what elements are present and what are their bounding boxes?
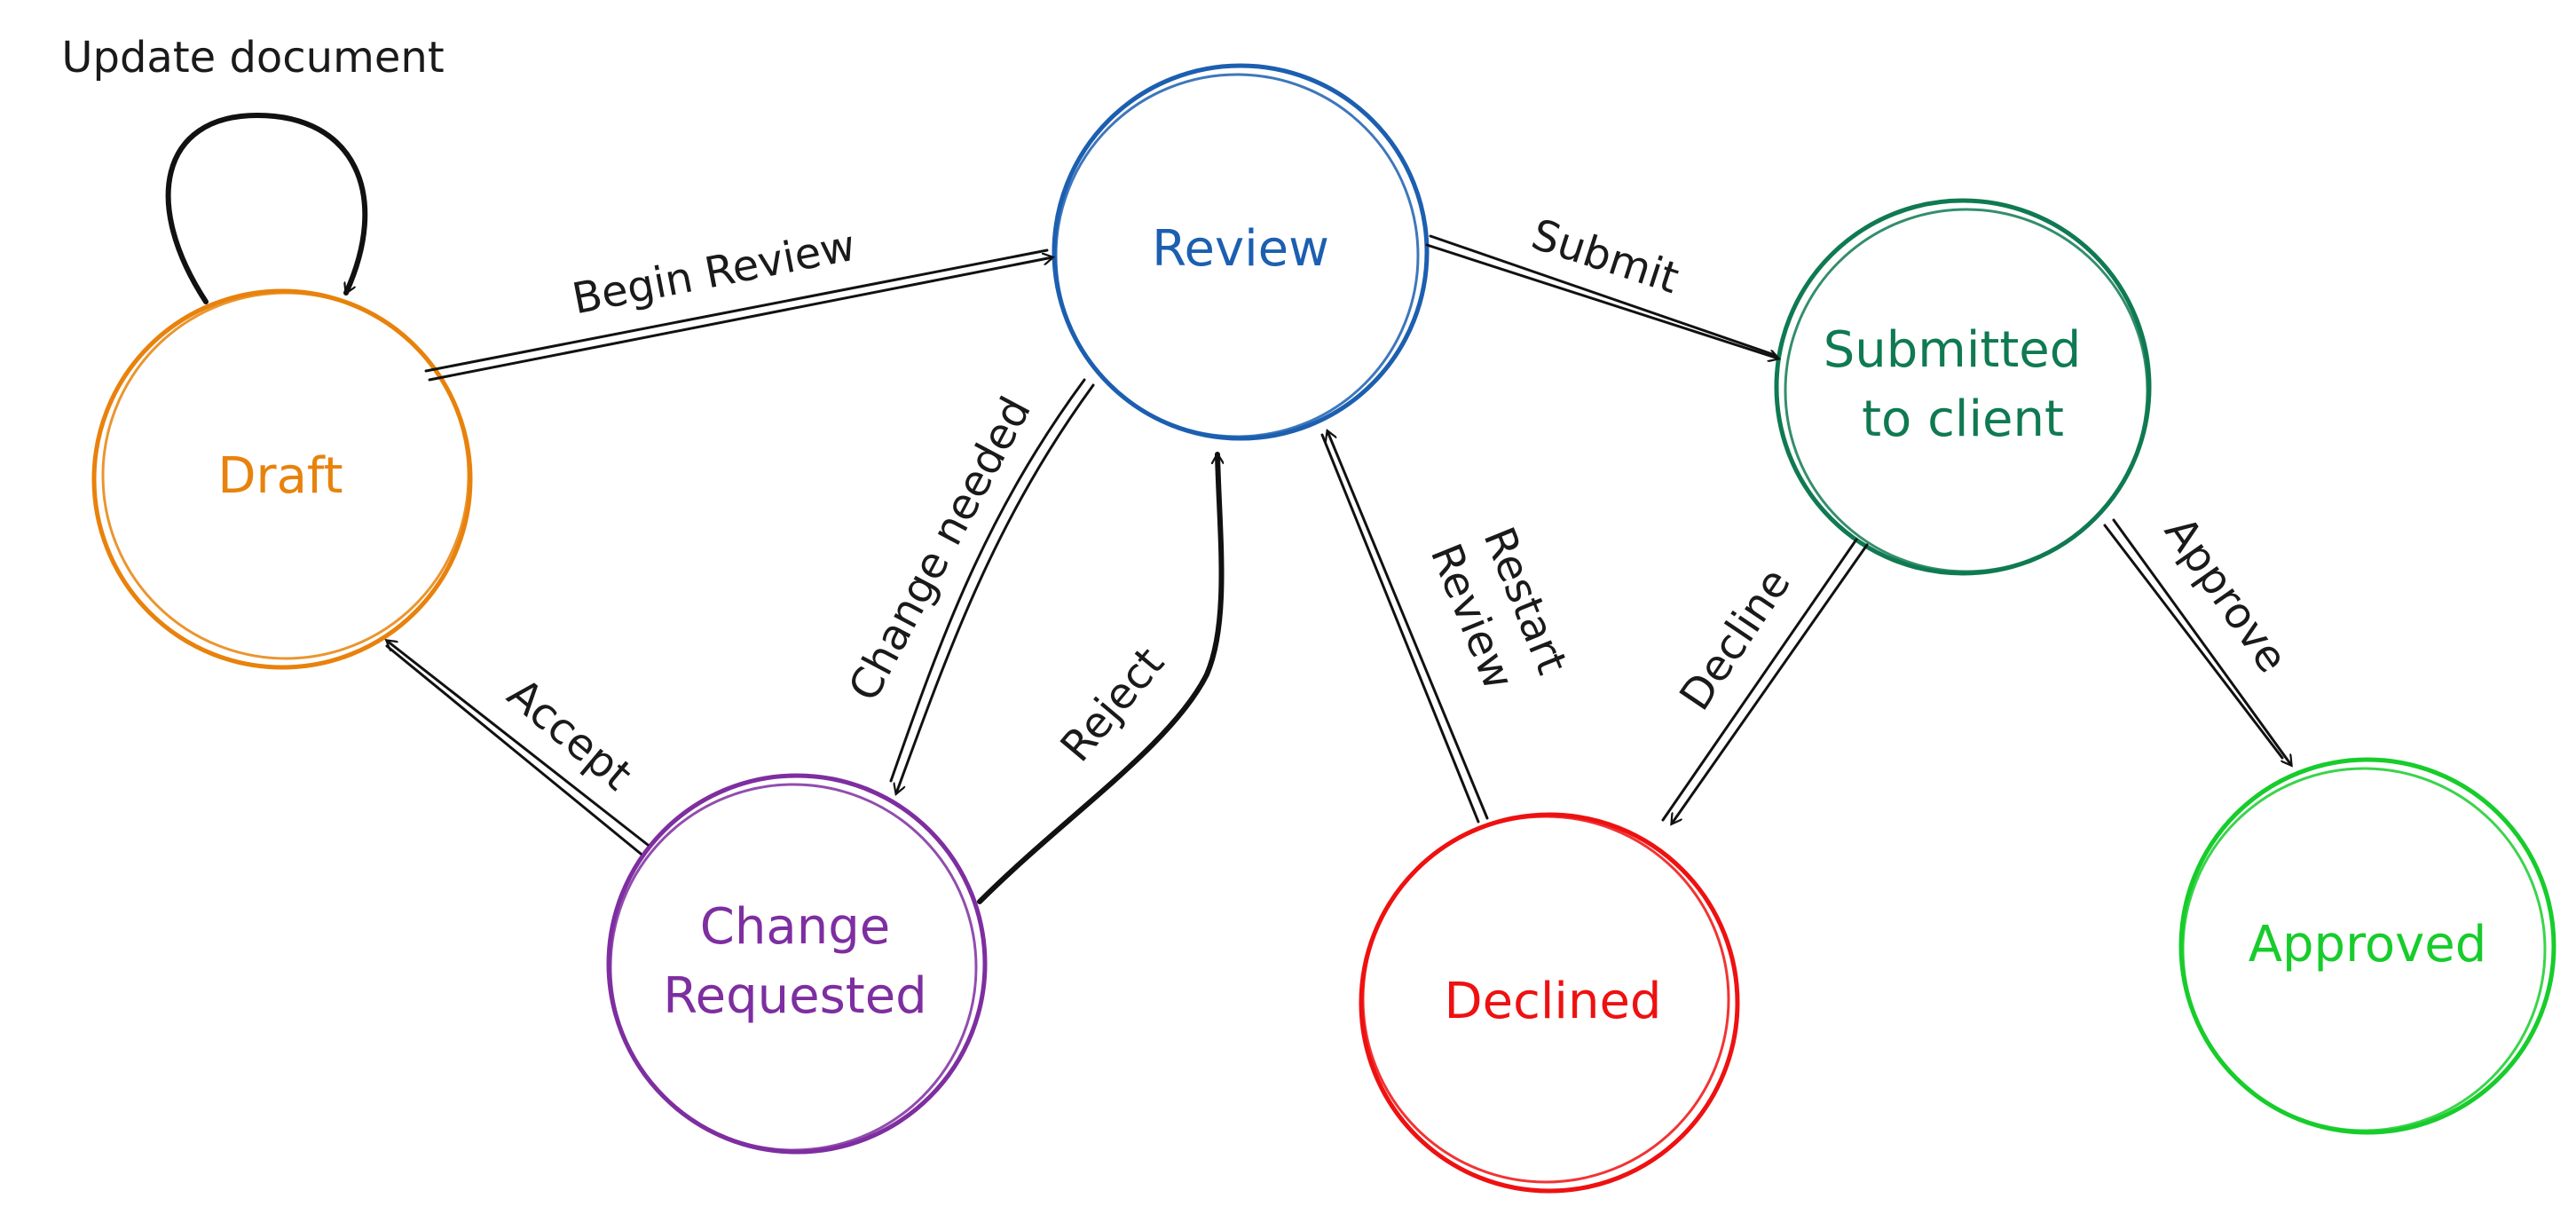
edge-submit: Submit [1425,209,1778,359]
edge-restart-review-line-1 [1320,433,1480,824]
edge-approve-label: Approve [2155,508,2296,682]
edge-accept-line-1 [385,644,642,855]
edge-reject-line [977,454,1225,904]
node-change-requested-label-line1: Change [700,898,890,956]
node-approved: Approved [2178,757,2556,1135]
edge-decline-line-2 [1672,543,1869,824]
edge-decline-line-1 [1661,538,1858,822]
node-change-requested-circle [606,773,988,1155]
node-draft-circle-outline [101,291,470,660]
edge-update-document: Update document [61,33,445,304]
edge-approve-line-2 [2112,518,2291,765]
node-submitted-circle [1774,198,2152,576]
edge-change-needed-label: Change needed [839,389,1041,709]
node-submitted-label-line1: Submitted [1824,321,2082,379]
edge-begin-review-line-2 [428,257,1052,382]
edge-accept-line-2 [387,641,650,847]
node-approved-circle-outline [2181,767,2547,1132]
node-review-label: Review [1152,220,1329,278]
edge-submit-line-2 [1425,243,1778,359]
edge-begin-review-line-1 [424,248,1049,373]
node-declined-circle [1359,812,1740,1194]
edge-accept-label: Accept [498,669,641,800]
node-change-requested-label-line2: Requested [663,967,926,1025]
node-submitted-circle-outline [1784,208,2149,573]
node-declined-circle-outline [1361,815,1730,1184]
edge-accept: Accept [385,641,650,855]
node-declined: Declined [1359,812,1740,1194]
edge-reject: Reject [977,454,1225,904]
edge-reject-label: Reject [1051,638,1174,771]
node-declined-label: Declined [1445,973,1662,1030]
edge-submit-label: Submit [1525,209,1684,304]
edge-decline-label: Decline [1670,559,1800,719]
edge-change-needed: Change needed [839,378,1095,793]
edge-restart-review-line-2 [1327,431,1489,820]
node-change-requested: Change Requested [606,773,988,1155]
edge-begin-review: Begin Review [424,221,1052,382]
node-review-circle-outline [1054,73,1420,438]
node-submitted-label-line2: to client [1862,390,2064,448]
edge-restart-review: Restart Review [1320,431,1577,824]
edge-approve: Approve [2103,508,2297,765]
edge-change-needed-line-2 [896,383,1095,793]
edge-update-document-line [165,113,368,304]
node-approved-circle [2178,757,2556,1135]
node-review-circle [1052,63,1430,441]
node-draft-circle [91,288,473,670]
edge-approve-line-1 [2103,524,2284,760]
edge-change-needed-line-1 [889,378,1086,783]
edge-update-document-label: Update document [61,33,444,83]
node-change-requested-circle-outline [609,783,978,1152]
node-approved-label: Approved [2249,916,2487,974]
node-review: Review [1052,63,1430,441]
edge-decline: Decline [1661,538,1869,824]
edge-begin-review-label: Begin Review [568,221,859,325]
edge-submit-line-1 [1429,234,1776,357]
node-draft-label: Draft [217,447,343,505]
node-draft: Draft [91,288,473,670]
node-submitted-to-client: Submitted to client [1774,198,2152,576]
